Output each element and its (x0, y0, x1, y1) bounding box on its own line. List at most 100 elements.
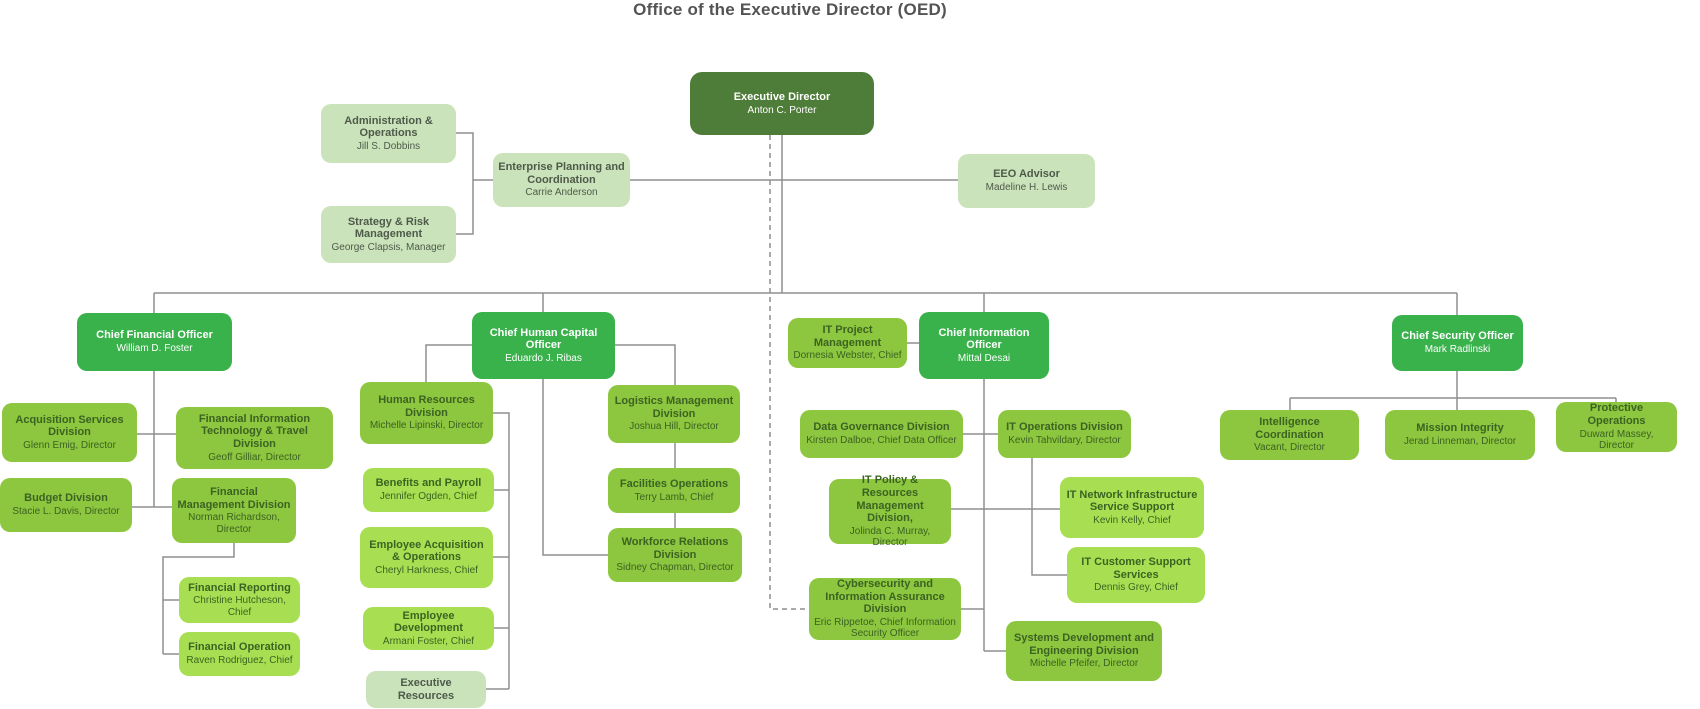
org-box-person: Cheryl Harkness, Chief (375, 564, 478, 576)
org-box-chief-financial-officer: Chief Financial Officer William D. Foste… (77, 313, 232, 371)
org-box-person: Stacie L. Davis, Director (12, 506, 120, 518)
org-box-intelligence-coordination: Intelligence Coordination Vacant, Direct… (1220, 410, 1359, 460)
org-box-title: Chief Information Officer (938, 326, 1030, 352)
org-box-systems-development-engineering-division: Systems Development and Engineering Divi… (1006, 621, 1162, 681)
org-box-person: Raven Rodriguez, Chief (186, 655, 293, 667)
dashed-reporting-line (769, 135, 830, 610)
org-box-chief-information-officer: Chief Information Officer Mittal Desai (919, 312, 1049, 379)
org-box-person: Mittal Desai (957, 352, 1011, 364)
org-box-financial-reporting: Financial Reporting Christine Hutcheson,… (179, 577, 300, 623)
org-box-title: Chief Financial Officer (96, 329, 213, 342)
org-box-administration-operations: Administration & Operations Jill S. Dobb… (321, 104, 456, 163)
org-box-person: Carrie Anderson (525, 187, 598, 199)
org-box-person: Terry Lamb, Chief (634, 491, 714, 503)
solid-connectors (110, 132, 1617, 690)
org-box-title: Administration & Operations (344, 114, 433, 140)
org-box-person: William D. Foster (116, 343, 193, 355)
org-box-it-network-infrastructure-service-support: IT Network Infrastructure Service Suppor… (1060, 477, 1204, 538)
org-box-logistics-management-division: Logistics Management Division Joshua Hil… (608, 385, 740, 443)
org-box-title: Financial Management Division (177, 485, 291, 511)
org-box-enterprise-planning-coordination: Enterprise Planning and Coordination Car… (493, 153, 630, 207)
org-box-title: Budget Division (24, 492, 108, 505)
org-box-person: Madeline H. Lewis (985, 182, 1068, 194)
org-box-employee-development: Employee Development Armani Foster, Chie… (363, 607, 494, 650)
org-box-benefits-and-payroll: Benefits and Payroll Jennifer Ogden, Chi… (363, 468, 494, 512)
org-box-title: IT Operations Division (1006, 421, 1123, 434)
org-box-person: Dornesia Webster, Chief (793, 350, 902, 362)
org-box-title: Chief Security Officer (1401, 330, 1514, 343)
org-box-title: IT Project Management (813, 324, 882, 349)
org-box-strategy-risk-management: Strategy & Risk Management George Clapsi… (321, 206, 456, 263)
org-box-title: Data Governance Division (813, 421, 950, 434)
org-box-person: Michelle Pfeifer, Director (1029, 658, 1139, 670)
org-box-title: Financial Reporting (188, 581, 291, 594)
org-box-person: Michelle Lipinski, Director (369, 420, 484, 432)
org-box-financial-management-division: Financial Management Division Norman Ric… (172, 478, 296, 543)
org-box-title: Financial Information Technology & Trave… (198, 412, 311, 451)
org-box-title: EEO Advisor (993, 168, 1060, 181)
org-box-person: Geoff Gilliar, Director (208, 451, 301, 463)
org-box-person: Jennifer Ogden, Chief (379, 491, 478, 503)
org-box-person: Joshua Hill, Director (629, 421, 719, 433)
org-box-person: Duward Massey, Director (1579, 428, 1654, 452)
org-box-executive-resources: Executive Resources (366, 671, 486, 708)
org-box-person: Norman Richardson, Director (188, 512, 280, 535)
org-box-title: Strategy & Risk Management (347, 215, 430, 241)
org-box-title: Employee Acquisition & Operations (369, 538, 484, 564)
org-box-person: Eduardo J. Ribas (505, 352, 582, 364)
org-box-data-governance-division: Data Governance Division Kirsten Dalboe,… (800, 410, 963, 458)
org-box-mission-integrity: Mission Integrity Jerad Linneman, Direct… (1385, 410, 1535, 460)
org-box-person: Armani Foster, Chief (382, 635, 475, 647)
org-box-title: Workforce Relations Division (621, 536, 729, 561)
org-box-title: Protective Operations (1587, 402, 1646, 427)
org-box-title: Benefits and Payroll (375, 477, 482, 490)
org-box-person: Eric Rippetoe, Chief Information Securit… (814, 616, 956, 640)
org-box-person: Jill S. Dobbins (356, 140, 421, 152)
org-box-cybersecurity-information-assurance-division: Cybersecurity and Information Assurance … (809, 578, 961, 640)
org-box-title: Enterprise Planning and Coordination (498, 161, 625, 186)
org-box-title: Systems Development and Engineering Divi… (1014, 632, 1154, 657)
org-box-person: Kevin Tahvildary, Director (1008, 435, 1121, 447)
org-box-person: Jolinda C. Murray, Director (849, 525, 931, 549)
org-box-person: Glenn Emig, Director (23, 439, 116, 451)
org-box-facilities-operations: Facilities Operations Terry Lamb, Chief (608, 468, 740, 513)
org-box-person: Anton C. Porter (747, 104, 817, 116)
org-box-human-resources-division: Human Resources Division Michelle Lipins… (360, 382, 493, 444)
org-box-title: Logistics Management Division (614, 395, 734, 420)
org-box-title: Cybersecurity and Information Assurance … (825, 578, 945, 616)
org-box-acquisition-services-division: Acquisition Services Division Glenn Emig… (2, 403, 137, 462)
chart-title: Office of the Executive Director (OED) (633, 0, 947, 19)
org-box-it-project-management: IT Project Management Dornesia Webster, … (788, 318, 907, 368)
org-box-workforce-relations-division: Workforce Relations Division Sidney Chap… (608, 528, 742, 582)
org-box-title: IT Network Infrastructure Service Suppor… (1066, 488, 1198, 514)
org-box-financial-operation: Financial Operation Raven Rodriguez, Chi… (179, 632, 300, 676)
org-box-it-operations-division: IT Operations Division Kevin Tahvildary,… (998, 410, 1131, 458)
org-box-title: Executive Director (733, 90, 831, 103)
org-box-title: Acquisition Services Division (15, 413, 124, 439)
org-box-person: Kirsten Dalboe, Chief Data Officer (806, 435, 957, 447)
org-box-title: IT Customer Support Services (1081, 556, 1191, 581)
org-box-person: Mark Radlinski (1424, 344, 1491, 356)
org-box-executive-director: Executive Director Anton C. Porter (690, 72, 874, 135)
org-box-title: IT Policy & Resources Management Divisio… (856, 474, 924, 525)
org-box-person: Christine Hutcheson, Chief (193, 595, 286, 618)
org-box-title: Executive Resources (397, 676, 455, 702)
org-box-chief-security-officer: Chief Security Officer Mark Radlinski (1392, 315, 1523, 371)
org-box-employee-acquisition-operations: Employee Acquisition & Operations Cheryl… (360, 527, 493, 588)
org-box-title: Mission Integrity (1416, 422, 1504, 435)
org-box-title: Facilities Operations (619, 477, 729, 490)
org-box-person: Dennis Grey, Chief (1094, 582, 1178, 594)
org-box-title: Human Resources Division (378, 394, 475, 419)
org-box-title: Chief Human Capital Officer (489, 326, 598, 352)
org-box-person: George Clapsis, Manager (331, 241, 446, 253)
org-box-chief-human-capital-officer: Chief Human Capital Officer Eduardo J. R… (472, 312, 615, 379)
org-box-person: Sidney Chapman, Director (616, 562, 734, 574)
org-box-person: Vacant, Director (1254, 442, 1325, 454)
org-box-protective-operations: Protective Operations Duward Massey, Dir… (1556, 402, 1677, 452)
org-box-it-customer-support-services: IT Customer Support Services Dennis Grey… (1067, 547, 1205, 603)
org-box-financial-information-technology-travel-division: Financial Information Technology & Trave… (176, 407, 333, 469)
org-box-title: Intelligence Coordination (1255, 416, 1324, 441)
org-box-budget-division: Budget Division Stacie L. Davis, Directo… (0, 478, 132, 532)
org-box-eeo-advisor: EEO Advisor Madeline H. Lewis (958, 154, 1095, 208)
